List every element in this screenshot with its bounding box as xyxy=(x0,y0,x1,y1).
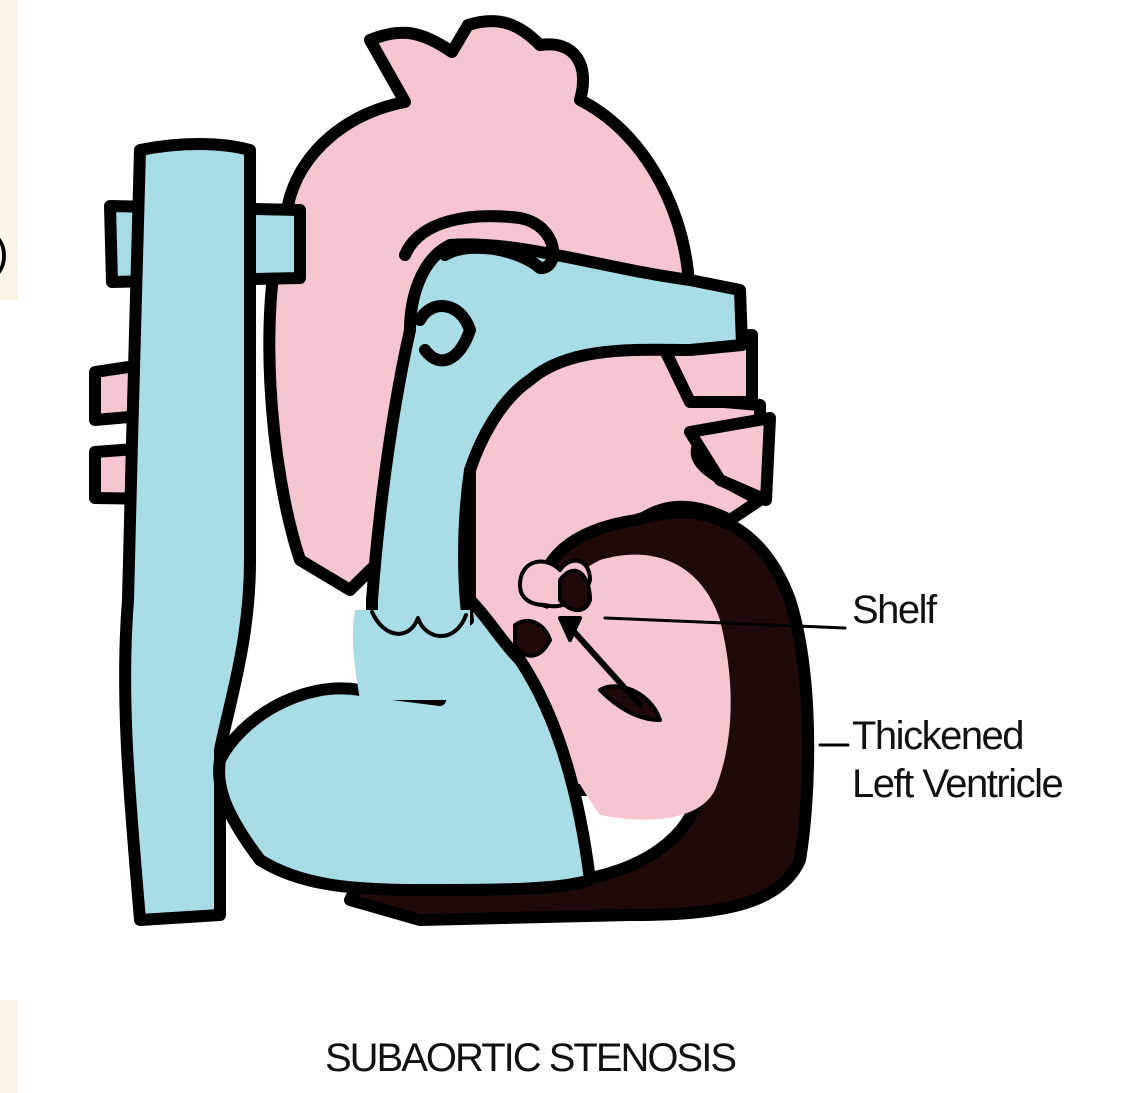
thickened-label-line2: Left Ventricle xyxy=(852,760,1062,808)
thickened-label-line1: Thickened xyxy=(852,712,1062,760)
edge-fragment: ) xyxy=(0,228,7,278)
thickened-left-ventricle-label: Thickened Left Ventricle xyxy=(852,712,1062,808)
rvot xyxy=(353,610,470,700)
shelf-label: Shelf xyxy=(852,588,936,633)
mitral-leaflet-1 xyxy=(560,571,590,610)
diagram-title: SUBAORTIC STENOSIS xyxy=(0,1036,1060,1081)
